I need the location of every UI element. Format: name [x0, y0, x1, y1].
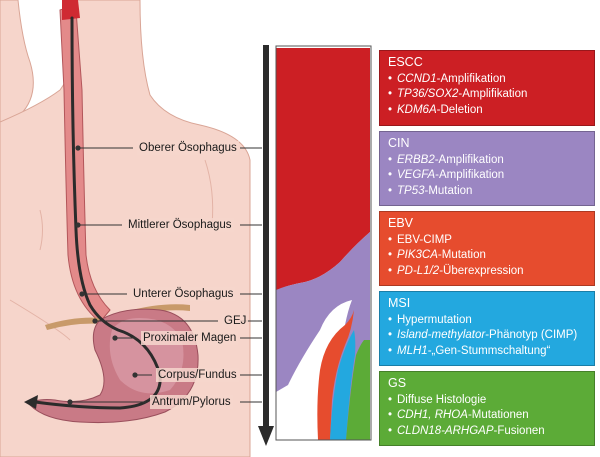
- subtype-box-gs: GS Diffuse Histologie CDH1, RHOA-Mutatio…: [379, 371, 595, 446]
- subtype-feature: TP53-Mutation: [388, 184, 588, 200]
- subtype-feature: TP36/SOX2-Amplifikation: [388, 87, 588, 103]
- level-mittlerer-oesophagus: Mittlerer Ösophagus: [126, 218, 234, 232]
- subtype-title: EBV: [388, 216, 414, 230]
- subtype-feature: CCND1-Amplifikation: [388, 72, 588, 88]
- subtype-feature: MLH1-„Gen-Stummschaltung“: [388, 344, 588, 360]
- level-oberer-oesophagus: Oberer Ösophagus: [137, 141, 239, 155]
- subtype-feature: CLDN18-ARHGAP-Fusionen: [388, 424, 588, 440]
- subtype-feature: Diffuse Histologie: [388, 393, 588, 409]
- subtype-stream-chart: [275, 45, 373, 441]
- stream-band-ebv: [317, 310, 354, 440]
- subtype-feature: Island-methylator-Phänotyp (CIMP): [388, 328, 588, 344]
- stream-band-escc: [276, 48, 370, 290]
- subtype-feature: PIK3CA-Mutation: [388, 248, 588, 264]
- stream-band-msi: [330, 330, 356, 440]
- subtype-box-msi: MSI Hypermutation Island-methylator-Phän…: [379, 291, 595, 366]
- level-gej: GEJ: [222, 314, 249, 328]
- subtype-feature: PD-L1/2-Überexpression: [388, 264, 588, 280]
- endoscope-tip-arrow: [24, 395, 38, 409]
- level-unterer-oesophagus: Unterer Ösophagus: [131, 287, 236, 301]
- subtype-title: ESCC: [388, 55, 423, 69]
- main-arrow-head: [258, 426, 274, 446]
- endoscope-path: [33, 16, 162, 410]
- leader-dot: [75, 145, 81, 151]
- subtype-feature: CDH1, RHOA-Mutationen: [388, 408, 588, 424]
- stream-outline: [275, 45, 372, 441]
- subtype-title: CIN: [388, 136, 410, 150]
- subtype-box-cin: CIN ERBB2-Amplifikation VEGFA-Amplifikat…: [379, 131, 595, 206]
- level-corpus-fundus: Corpus/Fundus: [156, 368, 239, 382]
- stream-band-gs: [346, 340, 370, 440]
- subtype-feature: EBV-CIMP: [388, 233, 588, 249]
- torso-silhouette: [0, 0, 34, 126]
- subtype-feature: Hypermutation: [388, 313, 588, 329]
- leader-dot: [92, 318, 98, 324]
- leader-dot: [132, 372, 138, 378]
- subtype-title: GS: [388, 376, 407, 390]
- subtype-box-ebv: EBV EBV-CIMP PIK3CA-Mutation PD-L1/2-Übe…: [379, 211, 595, 286]
- level-proximaler-magen: Proximaler Magen: [141, 331, 239, 345]
- leader-dot: [112, 335, 118, 341]
- leader-dots: [67, 145, 138, 405]
- leader-dot: [75, 222, 81, 228]
- subtype-title: MSI: [388, 296, 411, 310]
- leader-dot: [79, 291, 85, 297]
- subtype-feature: VEGFA-Amplifikation: [388, 168, 588, 184]
- level-antrum-pylorus: Antrum/Pylorus: [150, 395, 233, 409]
- subtype-feature: ERBB2-Amplifikation: [388, 153, 588, 169]
- subtype-feature: KDM6A-Deletion: [388, 103, 588, 119]
- subtype-box-escc: ESCC CCND1-Amplifikation TP36/SOX2-Ampli…: [379, 50, 595, 126]
- leader-dot: [67, 399, 73, 405]
